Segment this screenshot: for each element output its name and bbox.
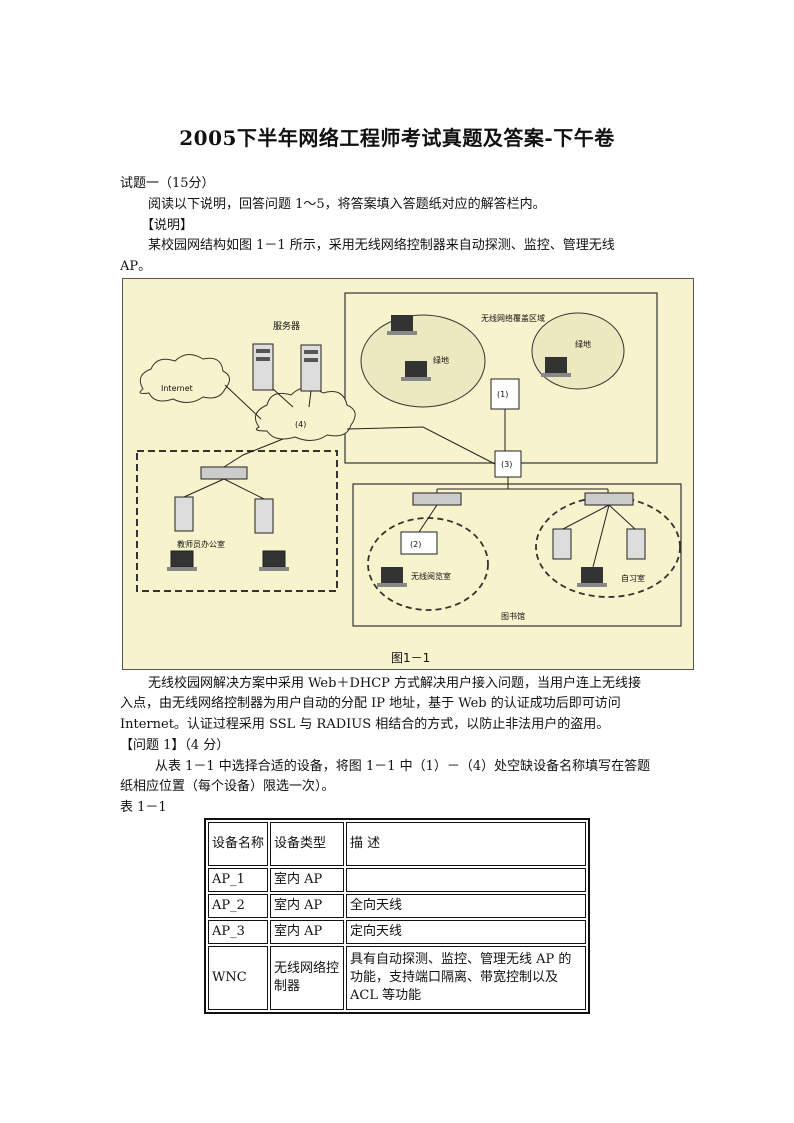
slot-label: (2) [410, 540, 421, 549]
lawn-ellipse-2 [531, 312, 625, 390]
laptop-icon [545, 357, 567, 373]
figure-caption: 图1－1 [391, 651, 430, 665]
table-cell: 全向天线 [346, 894, 586, 918]
question-header: 试题一（15分） [120, 176, 215, 191]
switch-icon [200, 466, 248, 480]
internet-label: Internet [161, 384, 193, 393]
table-cell: 具有自动探测、监控、管理无线 AP 的功能，支持端口隔离、带宽控制以及 ACL … [346, 946, 586, 1010]
table-cell: AP_3 [208, 920, 268, 944]
table-row: 设备名称 设备类型 描 述 [208, 822, 586, 866]
table-cell: WNC [208, 946, 268, 1010]
wireless-reading-label: 无线阅览室 [411, 571, 451, 581]
device-slot-1 [490, 378, 520, 410]
server-icon [252, 343, 274, 391]
table-cell: 设备类型 [270, 822, 344, 866]
laptop-icon [381, 567, 403, 583]
lawn-label: 绿地 [433, 355, 449, 365]
laptop-icon [405, 361, 427, 377]
table-cell: 描 述 [346, 822, 586, 866]
table-row: WNC 无线网络控制器 具有自动探测、监控、管理无线 AP 的功能，支持端口隔离… [208, 946, 586, 1010]
laptop-icon [391, 315, 413, 331]
table-cell: 室内 AP [270, 894, 344, 918]
body-line: 入点，由无线网络控制器为用户自动的分配 IP 地址，基于 Web 的认证成功后即… [120, 696, 621, 711]
table-row: AP_2 室内 AP 全向天线 [208, 894, 586, 918]
section-label: 【说明】 [141, 218, 194, 233]
wan-cloud [254, 387, 356, 441]
self-study-label: 自习室 [621, 573, 645, 583]
table-row: AP_1 室内 AP [208, 868, 586, 892]
table-cell: 室内 AP [270, 920, 344, 944]
question-label: 【问题 1】（4 分） [120, 738, 230, 753]
internet-cloud [139, 354, 230, 403]
body-line: 无线校园网解决方案中采用 Web＋DHCP 方式解决用户接入问题，当用户连上无线… [148, 676, 642, 691]
teacher-office-label: 教师员办公室 [177, 539, 225, 549]
slot-label: (3) [501, 460, 512, 469]
pc-tower-icon [552, 528, 572, 560]
laptop-icon [170, 550, 194, 568]
table-caption: 表 1－1 [120, 800, 167, 815]
table-cell: 定向天线 [346, 920, 586, 944]
switch-icon [584, 492, 634, 506]
library-box [352, 483, 682, 627]
teacher-office-box [136, 450, 338, 592]
library-label: 图书馆 [501, 611, 525, 621]
description-line: 某校园网结构如图 1－1 所示，采用无线网络控制器来自动探测、监控、管理无线 [148, 238, 615, 253]
device-table: 设备名称 设备类型 描 述 AP_1 室内 AP AP_2 室内 AP 全向天线… [204, 818, 590, 1014]
question-line: 从表 1－1 中选择合适的设备，将图 1－1 中（1）－（4）处空缺设备名称填写… [155, 759, 651, 774]
network-diagram: 服务器 Internet 无线网络覆盖区域 绿地 绿地 (1) (3) (2) … [122, 278, 694, 670]
table-cell: AP_2 [208, 894, 268, 918]
table-cell [346, 868, 586, 892]
server-label: 服务器 [273, 320, 300, 332]
table-cell: 室内 AP [270, 868, 344, 892]
pc-tower-icon [174, 496, 194, 532]
lawn-label: 绿地 [575, 339, 591, 349]
body-line: Internet。认证过程采用 SSL 与 RADIUS 相结合的方式，以防止非… [120, 717, 610, 732]
slot-label: (4) [295, 420, 306, 429]
pc-tower-icon [254, 498, 274, 534]
wireless-area-label: 无线网络覆盖区域 [481, 313, 545, 323]
self-study-ellipse [535, 496, 681, 598]
page-title: 2005下半年网络工程师考试真题及答案-下午卷 [179, 126, 615, 150]
table-cell: AP_1 [208, 868, 268, 892]
switch-icon [412, 492, 462, 506]
slot-label: (1) [497, 390, 508, 399]
table-row: AP_3 室内 AP 定向天线 [208, 920, 586, 944]
laptop-icon [262, 550, 286, 568]
laptop-icon [581, 567, 603, 583]
table-cell: 设备名称 [208, 822, 268, 866]
question-intro: 阅读以下说明，回答问题 1～5，将答案填入答题纸对应的解答栏内。 [148, 197, 546, 212]
table-cell: 无线网络控制器 [270, 946, 344, 1010]
question-line: 纸相应位置（每个设备）限选一次）。 [120, 779, 335, 794]
pc-tower-icon [626, 528, 646, 560]
description-line: AP。 [120, 259, 152, 274]
